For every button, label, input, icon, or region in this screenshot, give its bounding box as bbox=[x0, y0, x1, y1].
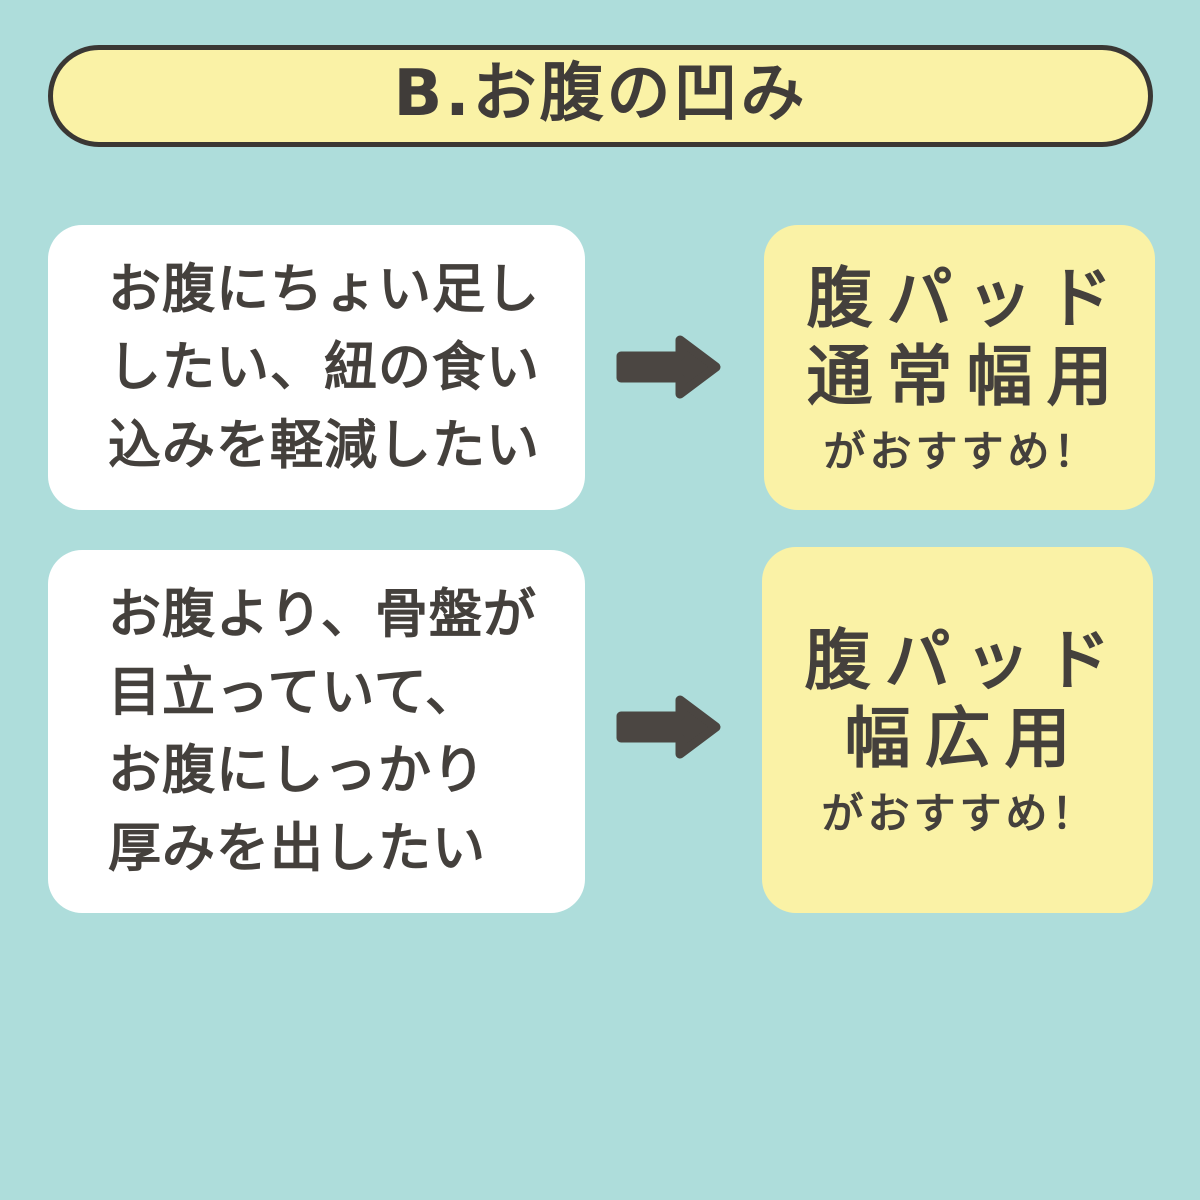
condition-1-line-3: 込みを軽減したい bbox=[108, 414, 540, 476]
condition-card-1: お腹にちょい足し したい、紐の食い 込みを軽減したい bbox=[48, 225, 585, 510]
recommendation-1-note: がおすすめ！ bbox=[823, 426, 1100, 476]
right-arrow-icon bbox=[616, 335, 721, 399]
recommendation-card-1: 腹パッド 通常幅用 がおすすめ！ bbox=[764, 225, 1155, 510]
recommendation-2-product-line-2: 幅広用 bbox=[844, 700, 1085, 777]
condition-1-line-1: お腹にちょい足し bbox=[108, 258, 540, 320]
recommendation-card-2: 腹パッド 幅広用 がおすすめ！ bbox=[762, 547, 1153, 913]
section-title: B.お腹の凹み bbox=[393, 57, 808, 131]
recommendation-2-product-line-1: 腹パッド bbox=[804, 622, 1125, 699]
right-arrow-icon bbox=[616, 695, 721, 759]
condition-2-line-2: 目立っていて、 bbox=[108, 661, 480, 723]
recommendation-1-product-line-2: 通常幅用 bbox=[806, 337, 1127, 415]
condition-2-line-4: 厚みを出したい bbox=[108, 817, 486, 879]
condition-2-line-3: お腹にしっかり bbox=[108, 739, 486, 801]
condition-card-2: お腹より、骨盤が 目立っていて、 お腹にしっかり 厚みを出したい bbox=[48, 550, 585, 913]
condition-2-line-1: お腹より、骨盤が bbox=[108, 583, 537, 645]
recommendation-1-product-line-1: 腹パッド bbox=[806, 259, 1127, 337]
condition-1-line-2: したい、紐の食い bbox=[108, 336, 540, 398]
section-header-pill: B.お腹の凹み bbox=[48, 45, 1153, 147]
recommendation-2-note: がおすすめ！ bbox=[821, 789, 1098, 838]
